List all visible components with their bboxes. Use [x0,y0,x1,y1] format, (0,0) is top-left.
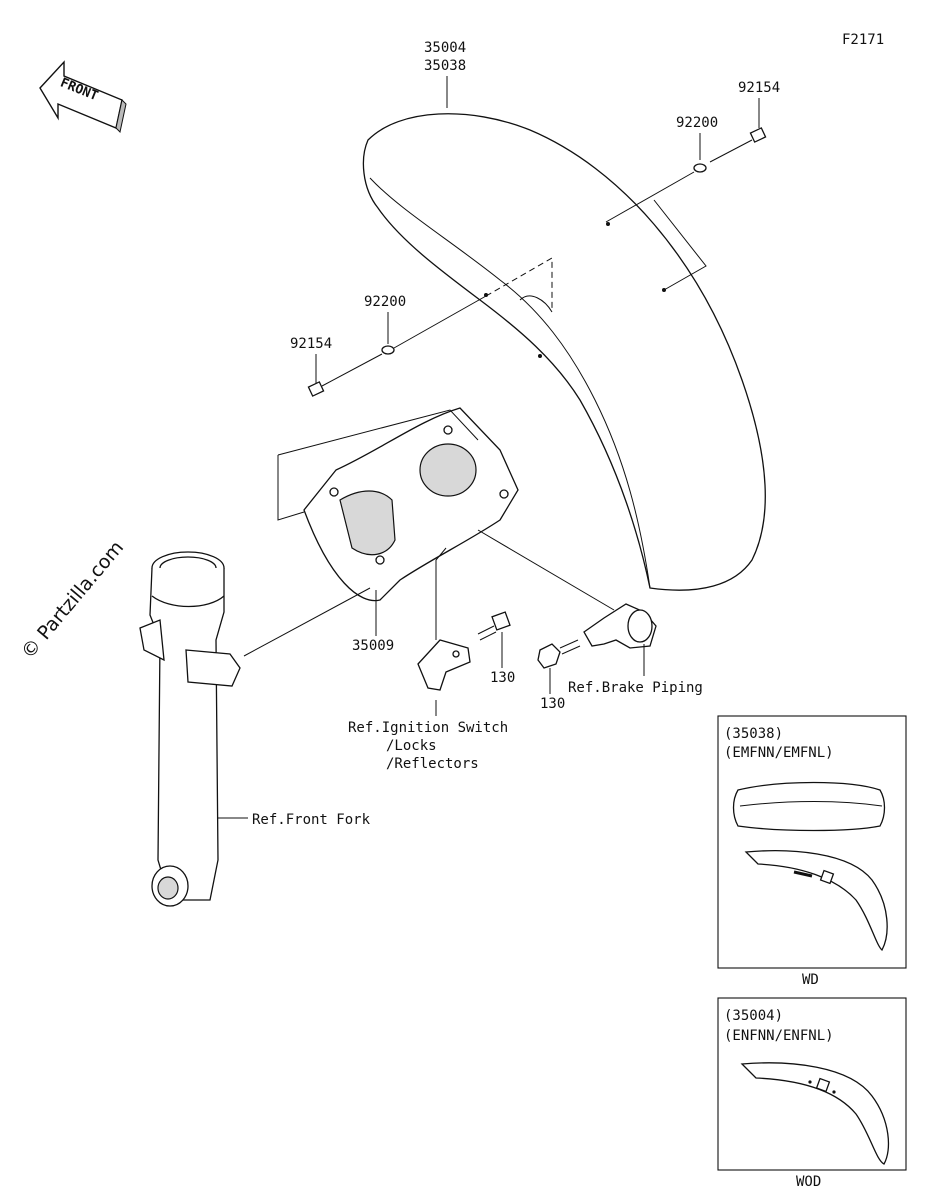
ref-ignition-line2: /Locks [386,738,437,754]
inset-35038-variants: (EMFNN/EMFNL) [724,745,834,761]
callout-92154-right: 92154 [738,80,780,96]
ignition-bracket [417,639,471,691]
callout-130-lower: 130 [540,696,565,712]
front-fork [139,551,241,907]
ref-brake-piping: Ref.Brake Piping [568,680,703,696]
inset-35038-part: (35038) [724,726,783,742]
ref-ignition-line1: Ref.Ignition Switch [348,720,508,736]
bolt-right [709,127,767,163]
fender-bracket [303,407,519,602]
front-arrow-icon: FRONT [39,60,127,134]
callout-35004: 35004 [424,40,466,56]
callout-92200-left: 92200 [364,294,406,310]
inset-35004-caption: WOD [796,1174,821,1190]
bolt-left [307,381,325,397]
watermark: © Partzilla.com [17,537,128,663]
front-fender [362,113,766,591]
callout-130-upper: 130 [490,670,515,686]
callout-92154-left: 92154 [290,336,332,352]
brake-piping-clip [583,603,657,649]
callout-92200-right: 92200 [676,115,718,131]
washer-right [693,163,707,173]
callout-35038: 35038 [424,58,466,74]
washer-left [381,345,395,355]
inset-35038-caption: WD [802,972,819,988]
inset-35004-variants: (ENFNN/ENFNL) [724,1028,834,1044]
bolt-130-upper [477,611,511,641]
inset-35038: (35038) (EMFNN/EMFNL) WD [717,715,907,988]
callout-35009: 35009 [352,638,394,654]
figure-code: F2171 [842,32,884,48]
ref-front-fork: Ref.Front Fork [252,812,371,828]
bolt-130-lower [537,639,581,669]
ref-ignition-line3: /Reflectors [386,756,479,772]
inset-35004-part: (35004) [724,1008,783,1024]
inset-35004: (35004) (ENFNN/ENFNL) WOD [717,997,907,1190]
